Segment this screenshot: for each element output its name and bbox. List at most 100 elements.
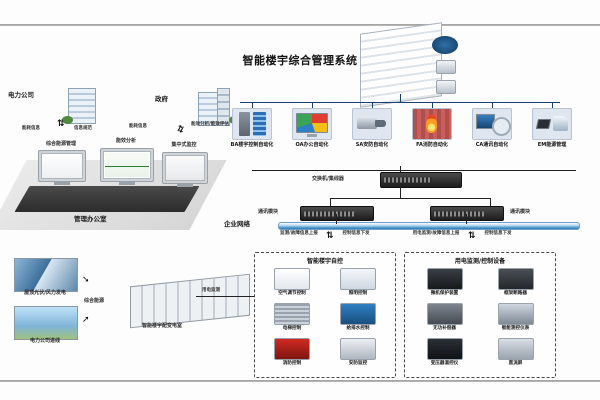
- pm-item-label-4: 变压器温控仪: [430, 361, 459, 366]
- switch-down-stem: [400, 186, 401, 198]
- subsystem-label-4: CA通讯自动化: [475, 142, 509, 148]
- wireless-node-icon-1: [436, 60, 456, 74]
- enterprise-network-label: 企业网络: [224, 220, 250, 228]
- transformer-temp-controller-icon: [426, 338, 463, 360]
- power-company-building-icon: [60, 86, 108, 130]
- top-divider-rule: [0, 24, 600, 26]
- pm-item-4[interactable]: 变压器温控仪: [409, 338, 480, 373]
- grid-line-photo: [14, 306, 78, 340]
- office-desk: [14, 186, 200, 212]
- switch-stem: [400, 166, 401, 172]
- switch-bus: [252, 170, 576, 171]
- subsystem-ba[interactable]: BA楼宇控制自动化: [228, 108, 276, 148]
- pm-item-3[interactable]: 智能测控仪表: [480, 303, 551, 338]
- bus-stem-right: [466, 214, 467, 224]
- grid-line-label: 电力公司进线: [29, 338, 60, 344]
- comm-module-left-label: 通讯模块: [258, 209, 279, 215]
- subsystem-sa[interactable]: SA安防自动化: [348, 108, 396, 148]
- pm-item-2[interactable]: 无功补偿器: [409, 303, 480, 338]
- reactive-compensator-icon: [426, 303, 463, 325]
- security-camera-icon: [352, 108, 392, 140]
- ba-item-5[interactable]: 安防监控: [325, 338, 391, 373]
- lamp-icon: [340, 268, 376, 290]
- ba-item-1[interactable]: 照明控制: [325, 268, 391, 303]
- subsystem-label-1: OA办公自动化: [295, 142, 329, 148]
- power-monitoring-group: 用电监测/控制设备 微机保护装置 框架断路器 无功补偿器 智能测控仪表 变压器温…: [404, 252, 556, 378]
- bottom-divider-rule: [0, 380, 600, 382]
- gov-flow-down-label: 能效分析/能效评估: [191, 122, 229, 127]
- ba-item-4[interactable]: 消防控制: [259, 338, 325, 373]
- bus-stem-left: [336, 214, 337, 224]
- ba-item-label-5: 安防监控: [348, 361, 368, 366]
- comm-module-left-device[interactable]: [300, 206, 374, 221]
- power-flow-down-label: 信息规范: [74, 126, 92, 131]
- fire-extinguisher-icon: [274, 338, 310, 360]
- pm-item-label-2: 无功补偿器: [433, 326, 456, 331]
- energy-chip-icon: [532, 108, 572, 140]
- console-efficiency-analysis[interactable]: [100, 148, 154, 185]
- subsystem-ca[interactable]: CA通讯自动化: [468, 108, 516, 148]
- substation-to-group-line: [196, 296, 254, 297]
- console-label-2: 集中式监控: [171, 142, 197, 148]
- comm-module-right-device[interactable]: [430, 206, 504, 221]
- ba-item-0[interactable]: 空气调节控制: [259, 268, 325, 303]
- left-downlink-label: 控制信息下发: [342, 231, 370, 236]
- subsystem-oa[interactable]: OA办公自动化: [288, 108, 336, 148]
- switch-label: 交换机/集线器: [312, 176, 344, 182]
- ba-item-3[interactable]: 给排水控制: [325, 303, 391, 338]
- pm-item-label-5: 直流屏: [508, 361, 523, 366]
- page-title: 智能楼宇综合管理系统: [242, 54, 358, 67]
- comm-module-right-label: 通讯模块: [510, 209, 531, 215]
- ba-item-label-1: 照明控制: [348, 291, 368, 296]
- rooftop-solar-wind-photo: [14, 258, 78, 292]
- subsystem-label-5: EM能源管理: [537, 142, 567, 148]
- enterprise-network-bus: [278, 222, 580, 230]
- dc-panel-icon: [497, 338, 534, 360]
- ba-item-label-3: 给排水控制: [346, 326, 370, 331]
- left-exchange-arrows-icon: ⇅: [326, 231, 334, 241]
- circuit-breaker-icon: [497, 268, 534, 290]
- communication-icon: [472, 108, 512, 140]
- server-icon: [232, 108, 272, 140]
- elevator-icon: [274, 303, 310, 325]
- console-comprehensive-energy[interactable]: [38, 150, 86, 185]
- ba-item-label-4: 消防控制: [282, 361, 302, 366]
- pm-item-label-1: 框架断路器: [504, 291, 527, 296]
- subsystem-fa[interactable]: FA消防自动化: [408, 108, 456, 148]
- air-conditioner-icon: [274, 268, 310, 290]
- subsystem-label-2: SA安防自动化: [355, 142, 389, 148]
- energy-merge-arrow-down-icon: ➚: [82, 315, 90, 325]
- office-label: 管理办公室: [74, 215, 107, 223]
- comm-distribution-bus: [330, 198, 490, 199]
- power-exchange-arrows-icon: ⇅: [57, 119, 65, 129]
- pm-item-1[interactable]: 框架断路器: [480, 268, 551, 303]
- console-label-0: 综合能源管理: [45, 141, 76, 147]
- combined-energy-label: 综合能源: [84, 298, 105, 304]
- power-monitor-arrow-label: 用电监测: [202, 288, 220, 293]
- console-centralized-monitoring[interactable]: [162, 152, 208, 187]
- right-downlink-label: 控制信息下发: [484, 231, 512, 236]
- pm-item-label-0: 微机保护装置: [430, 291, 459, 296]
- ba-item-label-2: 电梯控制: [282, 326, 302, 331]
- power-monitoring-title: 用电监测/控制设备: [454, 258, 506, 265]
- building-automation-title: 智能楼宇自控: [306, 258, 343, 265]
- left-uplink-label: 监测/故障信息上报: [280, 231, 318, 236]
- subsystem-label-0: BA楼宇控制自动化: [230, 142, 274, 148]
- gov-exchange-arrows-icon: ⇅: [174, 123, 186, 137]
- subsystem-label-3: FA消防自动化: [416, 142, 448, 148]
- pm-item-0[interactable]: 微机保护装置: [409, 268, 480, 303]
- pm-item-5[interactable]: 直流屏: [480, 338, 551, 373]
- ba-item-2[interactable]: 电梯控制: [259, 303, 325, 338]
- subsystem-em[interactable]: EM能源管理: [528, 108, 576, 148]
- server-rack-icon: [360, 22, 442, 108]
- subsystem-row: BA楼宇控制自动化 OA办公自动化 SA安防自动化 FA消防自动化 CA通讯自动…: [228, 102, 578, 166]
- ba-item-label-0: 空气调节控制: [278, 291, 306, 296]
- power-flow-up-label: 能耗信息: [22, 126, 40, 131]
- right-uplink-label: 用电监测/故障信息上报: [412, 231, 460, 236]
- switch-device[interactable]: [380, 172, 462, 188]
- monitor-icon: [292, 108, 332, 140]
- comm-left-stem: [330, 198, 331, 208]
- wireless-node-icon-2: [436, 80, 456, 94]
- protection-relay-icon: [426, 268, 463, 290]
